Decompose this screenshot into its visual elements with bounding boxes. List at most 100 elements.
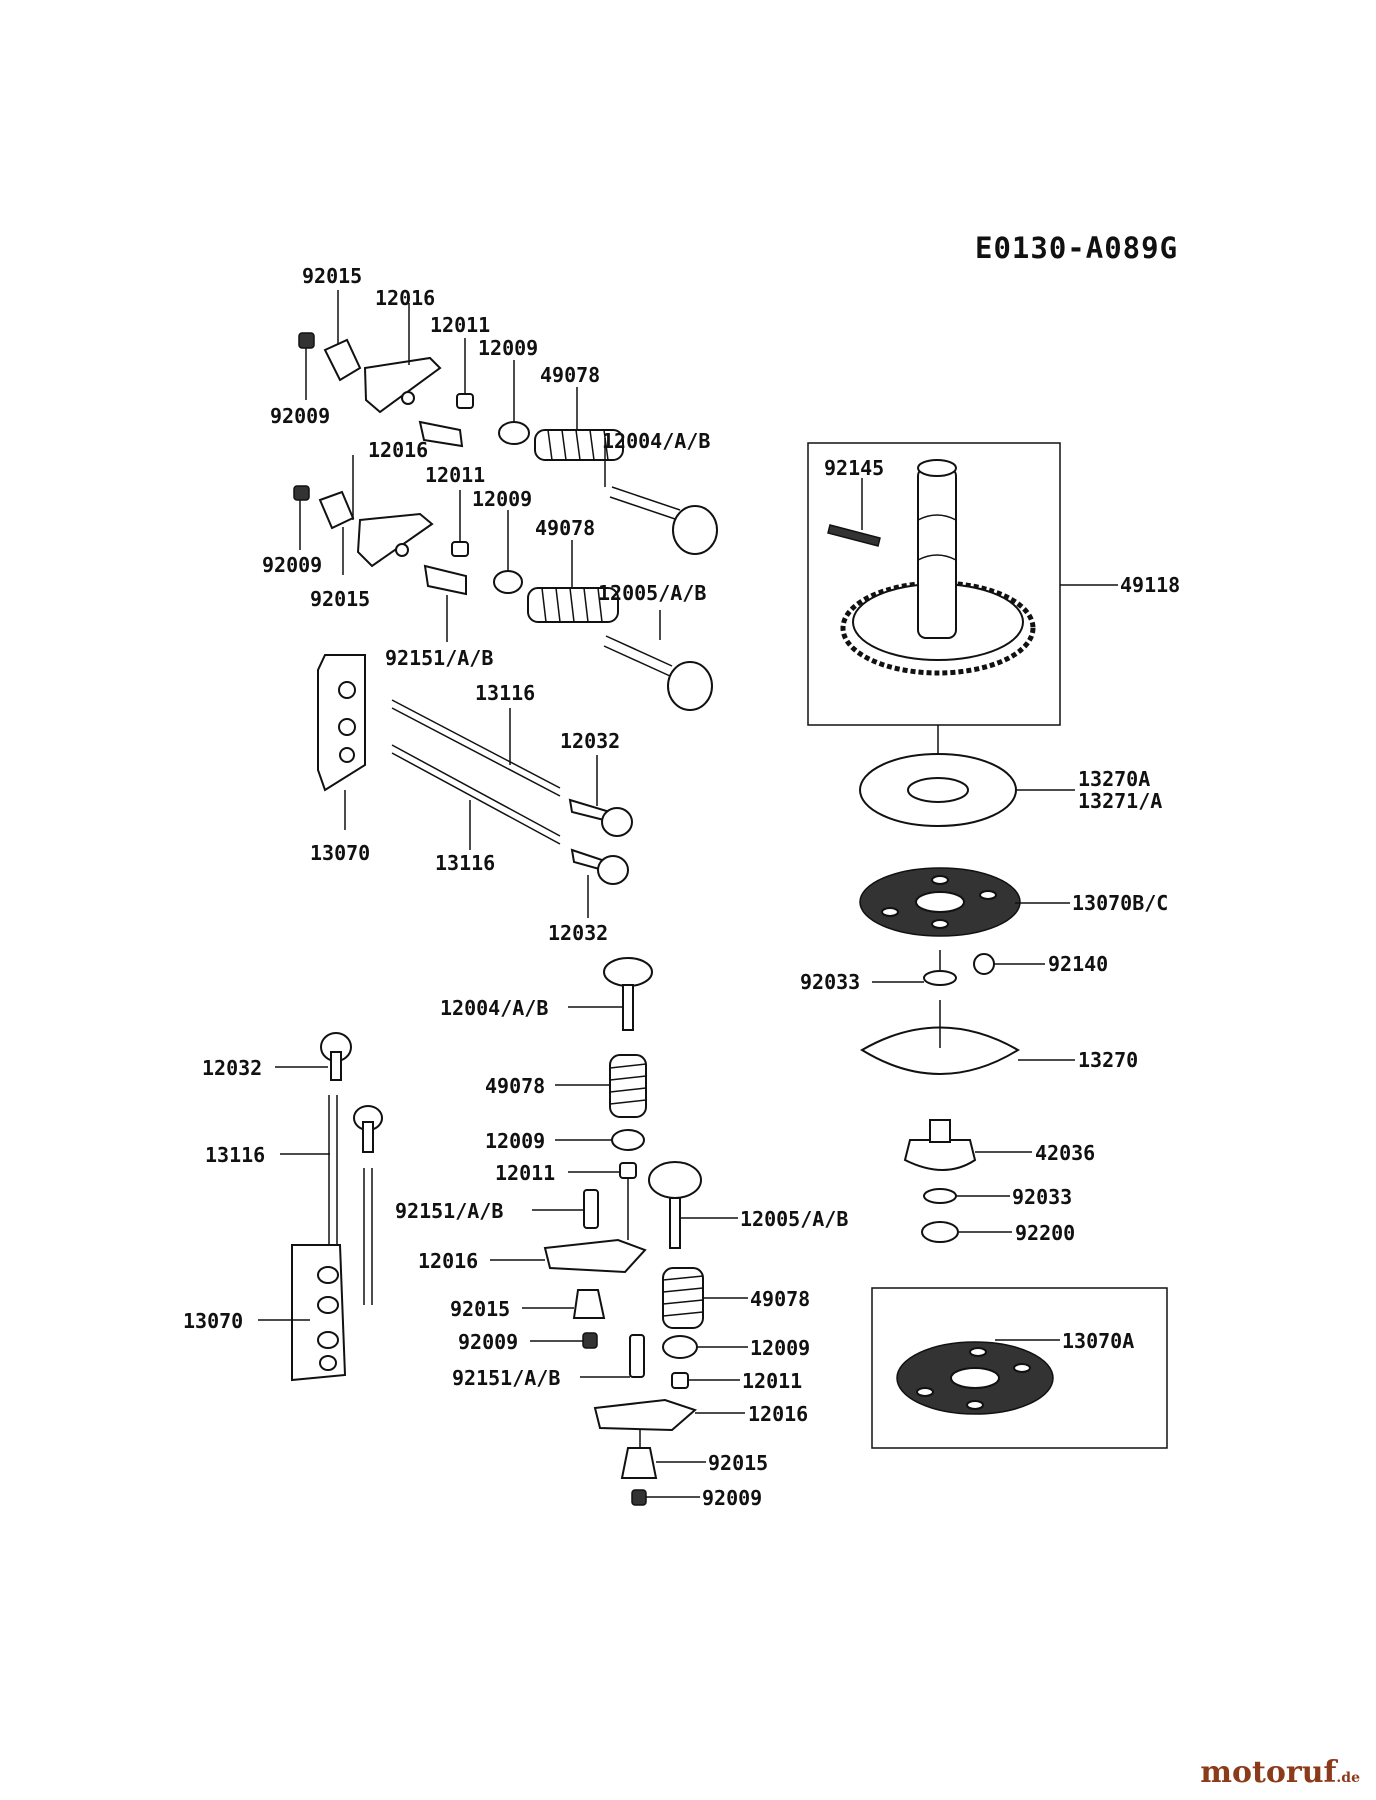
stud-part — [629, 1334, 645, 1378]
callout-12009: 12009 — [750, 1336, 810, 1360]
upper-rocker-assembly-2 — [293, 455, 713, 711]
ball-part — [973, 953, 995, 975]
lower-left-assembly — [258, 1032, 383, 1382]
upper-rocker-assembly-1 — [298, 290, 718, 555]
valve-part — [648, 1161, 702, 1199]
callout-92033: 92033 — [1012, 1185, 1072, 1209]
washer-part — [921, 1221, 959, 1243]
callout-92009: 92009 — [262, 553, 322, 577]
callout-12005-a-b: 12005/A/B — [598, 581, 706, 605]
callout-13116: 13116 — [435, 851, 495, 875]
callout-92151-a-b: 92151/A/B — [385, 646, 493, 670]
callout-49118: 49118 — [1120, 573, 1180, 597]
callout-92015: 92015 — [708, 1451, 768, 1475]
site-watermark: motoruf.de — [1200, 1755, 1360, 1790]
diagram-code: E0130-A089G — [975, 231, 1178, 265]
callout-12011: 12011 — [430, 313, 490, 337]
pushrod-part — [391, 744, 561, 837]
variant-frame — [871, 1287, 1168, 1449]
retainer-part — [611, 1129, 645, 1151]
pivot-part — [456, 393, 474, 409]
callout-12009: 12009 — [478, 336, 538, 360]
callout-12016: 12016 — [418, 1249, 478, 1273]
callout-12032: 12032 — [548, 921, 608, 945]
callout-49078: 49078 — [535, 516, 595, 540]
callout-13070b-c: 13070B/C — [1072, 891, 1168, 915]
callout-12011: 12011 — [742, 1369, 802, 1393]
pivot-part — [671, 1372, 689, 1389]
callout-92015: 92015 — [310, 587, 370, 611]
callout-92151-a-b: 92151/A/B — [395, 1199, 503, 1223]
pushrod-part — [391, 699, 561, 789]
callout-12016: 12016 — [368, 438, 428, 462]
callout-92145: 92145 — [824, 456, 884, 480]
cap-part — [572, 1289, 606, 1319]
watermark-brand: motoruf — [1200, 1755, 1337, 1790]
retainer-part — [493, 570, 523, 594]
callout-92009: 92009 — [270, 404, 330, 428]
callout-12016: 12016 — [375, 286, 435, 310]
callout-49078: 49078 — [540, 363, 600, 387]
callout-13070: 13070 — [183, 1309, 243, 1333]
callout-92009: 92009 — [702, 1486, 762, 1510]
spider-plate-part — [859, 867, 1021, 937]
callout-92140: 92140 — [1048, 952, 1108, 976]
callout-12009: 12009 — [485, 1129, 545, 1153]
retainer-part — [498, 421, 530, 445]
callout-92033: 92033 — [800, 970, 860, 994]
lower-center-assembly — [490, 957, 748, 1506]
valve-spring-part — [534, 429, 624, 461]
stud-part — [583, 1189, 599, 1229]
valve-part — [609, 486, 718, 555]
callout-92009: 92009 — [458, 1330, 518, 1354]
callout-13270: 13270 — [1078, 1048, 1138, 1072]
callout-12009: 12009 — [472, 487, 532, 511]
callout-42036: 42036 — [1035, 1141, 1095, 1165]
valve-part — [603, 635, 713, 711]
nut-part — [293, 485, 310, 501]
spider-plate-part — [896, 1341, 1054, 1415]
pivot-part — [451, 541, 469, 557]
callout-12011: 12011 — [495, 1161, 555, 1185]
callout-12004-a-b: 12004/A/B — [602, 429, 710, 453]
callout-12011: 12011 — [425, 463, 485, 487]
callout-12016: 12016 — [748, 1402, 808, 1426]
pushrod-assembly-upper — [317, 654, 633, 918]
callout-13116: 13116 — [205, 1143, 265, 1167]
governor-cup-part — [860, 1026, 1020, 1075]
nut-part — [582, 1332, 598, 1349]
callout-13270a: 13270A — [1078, 767, 1150, 791]
nut-part — [631, 1489, 647, 1506]
callout-12032: 12032 — [560, 729, 620, 753]
retainer-part — [662, 1335, 698, 1359]
callout-12004-a-b: 12004/A/B — [440, 996, 548, 1020]
cap-part — [323, 338, 362, 382]
cap-part — [318, 490, 355, 530]
watermark-tld: .de — [1336, 1770, 1360, 1786]
circlip-part — [923, 970, 957, 986]
callout-92151-a-b: 92151/A/B — [452, 1366, 560, 1390]
valve-part — [603, 957, 653, 987]
nut-part — [298, 332, 315, 349]
valve-spring-part — [662, 1267, 704, 1329]
callout-13271-a: 13271/A — [1078, 789, 1162, 813]
rocker-arm-part — [356, 512, 434, 568]
camshaft-part — [917, 467, 957, 639]
circlip-part — [923, 1188, 957, 1204]
governor-gear-part — [903, 1139, 977, 1171]
camshaft-assembly — [807, 442, 1168, 1449]
camshaft-frame — [807, 442, 1061, 726]
cap-part — [620, 1447, 658, 1479]
rocker-arm-part — [363, 356, 442, 414]
callout-92015: 92015 — [302, 264, 362, 288]
pin-part — [827, 524, 881, 547]
callout-92015: 92015 — [450, 1297, 510, 1321]
rocker-arm-part — [593, 1398, 697, 1432]
callout-13116: 13116 — [475, 681, 535, 705]
callout-49078: 49078 — [485, 1074, 545, 1098]
callout-13070: 13070 — [310, 841, 370, 865]
callout-49078: 49078 — [750, 1287, 810, 1311]
callout-12032: 12032 — [202, 1056, 262, 1080]
bracket-part — [291, 1244, 347, 1382]
